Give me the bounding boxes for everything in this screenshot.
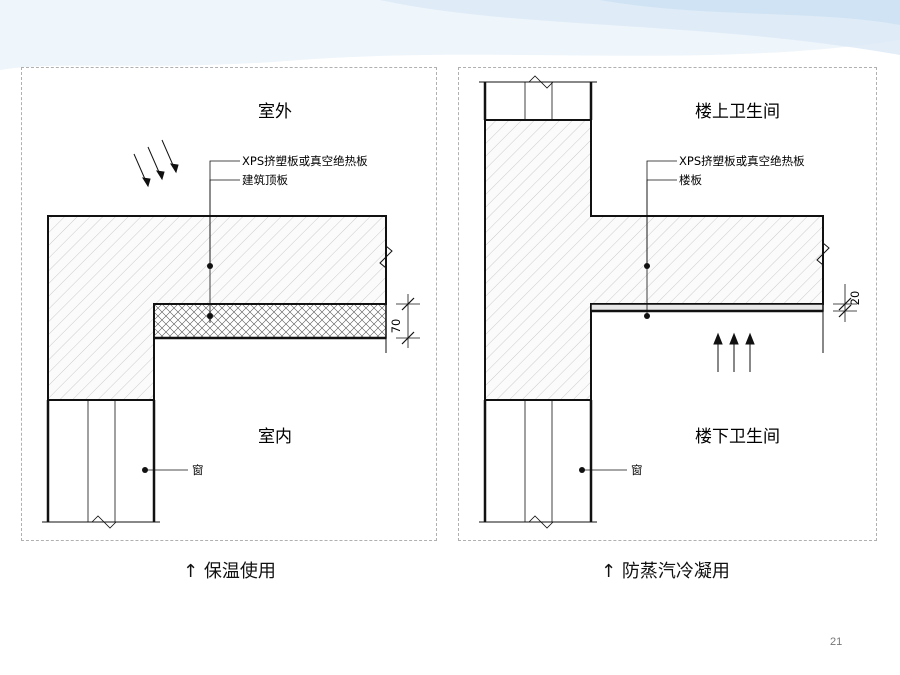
window-label: 窗 (192, 463, 204, 477)
roof-insulation-diagram: 70 室外 室内 XPS挤塑板或真空绝热板 建筑顶板 窗 (21, 67, 437, 541)
up-arrow-icon: ↑ (601, 561, 617, 582)
lower-room-label: 楼下卫生间 (695, 427, 780, 447)
thickness-dimension: 20 (848, 291, 862, 306)
caption-vapor-condensation: ↑ 防蒸汽冷凝用 (601, 557, 730, 583)
vapor-arrows (713, 332, 755, 372)
caption-text: 防蒸汽冷凝用 (621, 561, 730, 582)
outside-label: 室外 (258, 102, 292, 122)
caption-insulation-use: ↑ 保温使用 (183, 557, 276, 583)
roof-section-drawing: 70 室外 室内 XPS挤塑板或真空绝热板 建筑顶板 窗 (42, 102, 420, 529)
upper-room-label: 楼上卫生间 (695, 102, 780, 122)
floor-section-drawing: 20 楼上卫生间 楼下卫生间 XPS挤塑板或真空绝热板 楼板 窗 (479, 75, 862, 529)
thickness-dimension: 70 (389, 319, 403, 334)
rain-arrows (133, 139, 179, 188)
slab-label: 建筑顶板 (242, 173, 288, 187)
up-arrow-icon: ↑ (183, 561, 199, 582)
insulation-label: XPS挤塑板或真空绝热板 (242, 154, 368, 168)
window-label: 窗 (631, 463, 643, 477)
insulation-label: XPS挤塑板或真空绝热板 (679, 154, 805, 168)
background-swoosh (0, 0, 900, 70)
slab-label: 楼板 (679, 173, 702, 187)
page-number: 21 (830, 636, 843, 648)
caption-text: 保温使用 (203, 561, 276, 582)
floor-insulation-diagram: 20 楼上卫生间 楼下卫生间 XPS挤塑板或真空绝热板 楼板 窗 (458, 67, 877, 541)
inside-label: 室内 (258, 427, 292, 447)
xps-insulation-layer (153, 303, 387, 339)
